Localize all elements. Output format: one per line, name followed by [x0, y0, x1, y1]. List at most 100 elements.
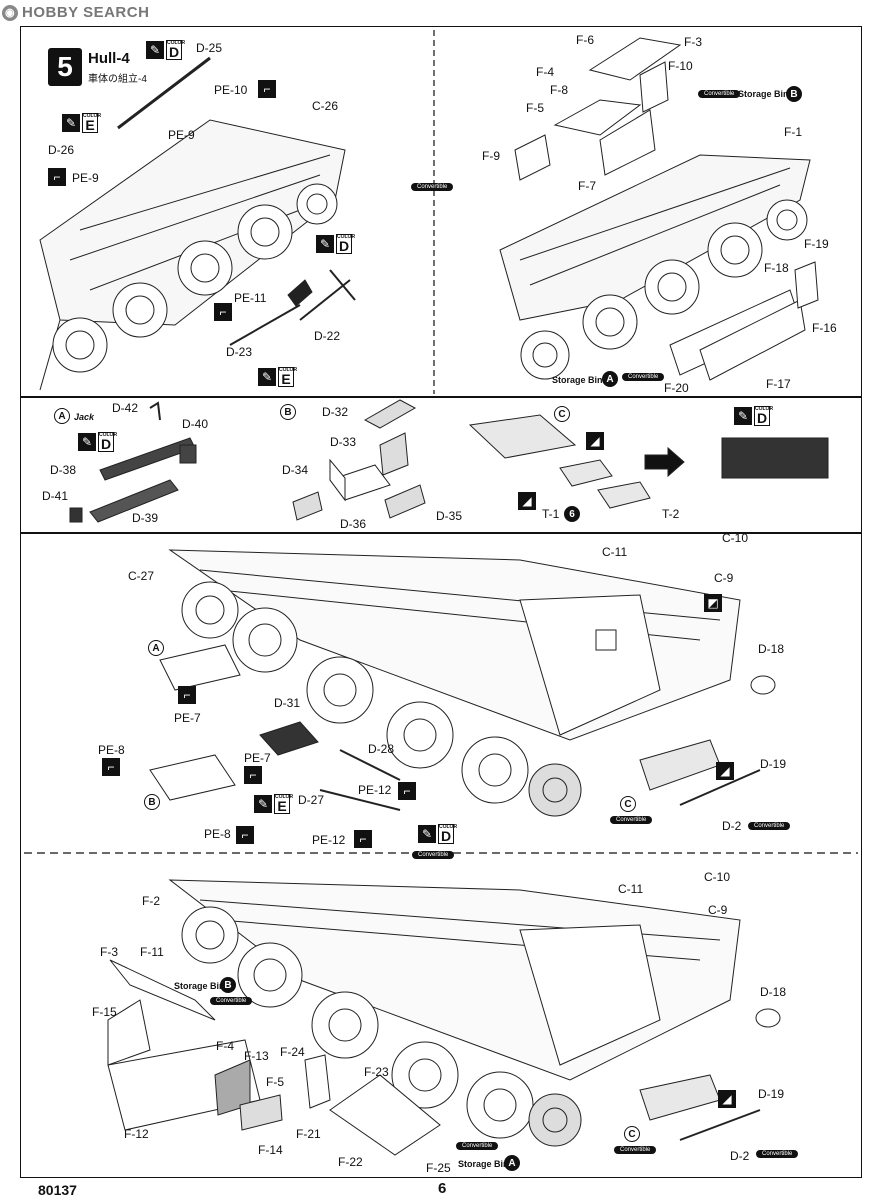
part-label: F-7	[578, 179, 596, 193]
part-label: C-10	[722, 531, 749, 545]
part-label: D-2	[722, 819, 742, 833]
panel-1-frame	[20, 26, 862, 397]
part-label: T-2	[662, 507, 680, 521]
part-label: PE-11	[234, 291, 267, 305]
part-label: F-4	[216, 1039, 234, 1053]
bin-marker: A	[602, 371, 618, 387]
part-label: F-13	[244, 1049, 269, 1063]
assembly-icon: ◢	[518, 492, 536, 510]
step-number: 5	[48, 48, 82, 86]
part-label: D-19	[758, 1087, 785, 1101]
circle-marker: B	[144, 794, 160, 810]
brush-icon: ✎	[418, 825, 436, 843]
brush-icon: ✎	[62, 114, 80, 132]
photo-etch-icon: ⌐	[236, 826, 254, 844]
kit-number: 80137	[38, 1182, 77, 1198]
photo-etch-icon: ⌐	[354, 830, 372, 848]
convertible-arrow: Convertible	[610, 816, 653, 824]
part-label: F-4	[536, 65, 554, 79]
part-label: F-14	[258, 1143, 283, 1157]
part-label: F-2	[142, 894, 160, 908]
convertible-arrow: Convertible	[622, 373, 665, 381]
part-label: F-11	[140, 945, 164, 959]
part-label: PE-10	[214, 83, 248, 97]
watermark: ◉ HOBBY SEARCH	[2, 4, 149, 21]
part-label: F-18	[764, 261, 789, 275]
part-label: PE-9	[72, 171, 99, 185]
part-label: D-40	[182, 417, 209, 431]
part-label: F-15	[92, 1005, 117, 1019]
part-label: C-9	[708, 903, 728, 917]
part-label: D-35	[436, 509, 463, 523]
camera-icon: ◉	[2, 4, 18, 21]
part-label: F-9	[482, 149, 500, 163]
photo-etch-icon: ⌐	[48, 168, 66, 186]
part-label: D-18	[760, 985, 787, 999]
part-label: D-36	[340, 517, 367, 531]
part-label: C-11	[602, 545, 628, 559]
brush-icon: ✎	[254, 795, 272, 813]
storage-bin-label: Storage Bin	[174, 981, 225, 991]
brush-icon: ✎	[258, 368, 276, 386]
part-label: F-10	[668, 59, 693, 73]
step-subtitle: 車体の組立-4	[88, 74, 147, 85]
part-label: D-26	[48, 143, 75, 157]
bin-marker: B	[220, 977, 236, 993]
part-label: F-23	[364, 1065, 389, 1079]
part-label: C-26	[312, 99, 339, 113]
part-label: F-12	[124, 1127, 149, 1141]
part-label: F-6	[576, 33, 594, 47]
quantity-marker: 6	[564, 506, 580, 522]
photo-etch-icon: ⌐	[214, 303, 232, 321]
watermark-text: HOBBY SEARCH	[22, 4, 150, 21]
photo-etch-icon: ⌐	[178, 686, 196, 704]
part-label: D-19	[760, 757, 787, 771]
convertible-arrow: Convertible	[698, 90, 741, 98]
part-label: D-2	[730, 1149, 750, 1163]
convertible-arrow: Convertible	[210, 997, 253, 1005]
part-label: C-27	[128, 569, 155, 583]
part-label: D-22	[314, 329, 341, 343]
convertible-arrow: Convertible	[748, 822, 791, 830]
bin-marker: B	[786, 86, 802, 102]
photo-etch-icon: ⌐	[258, 80, 276, 98]
part-label: F-20	[664, 381, 689, 395]
convertible-arrow: Convertible	[614, 1146, 657, 1154]
circle-marker: A	[54, 408, 70, 424]
part-label: D-27	[298, 793, 325, 807]
convertible-arrow: Convertible	[411, 183, 454, 191]
convertible-arrow: Convertible	[412, 851, 455, 859]
part-label: D-33	[330, 435, 357, 449]
part-label: D-25	[196, 41, 223, 55]
bin-marker: A	[504, 1155, 520, 1171]
assembly-icon: ◩	[704, 594, 722, 612]
assembly-icon: ◢	[586, 432, 604, 450]
convertible-arrow: Convertible	[756, 1150, 799, 1158]
part-label: PE-7	[244, 751, 271, 765]
part-label: D-38	[50, 463, 77, 477]
part-label: F-3	[100, 945, 118, 959]
assembly-icon: ◢	[718, 1090, 736, 1108]
part-label: F-17	[766, 377, 791, 391]
part-label: D-23	[226, 345, 253, 359]
photo-etch-icon: ⌐	[398, 782, 416, 800]
part-label: F-1	[784, 125, 802, 139]
circle-marker: C	[620, 796, 636, 812]
part-label: F-5	[526, 101, 544, 115]
page-number: 6	[438, 1180, 447, 1197]
part-label: PE-8	[204, 827, 231, 841]
part-label: D-42	[112, 401, 139, 415]
part-label: D-41	[42, 489, 69, 503]
